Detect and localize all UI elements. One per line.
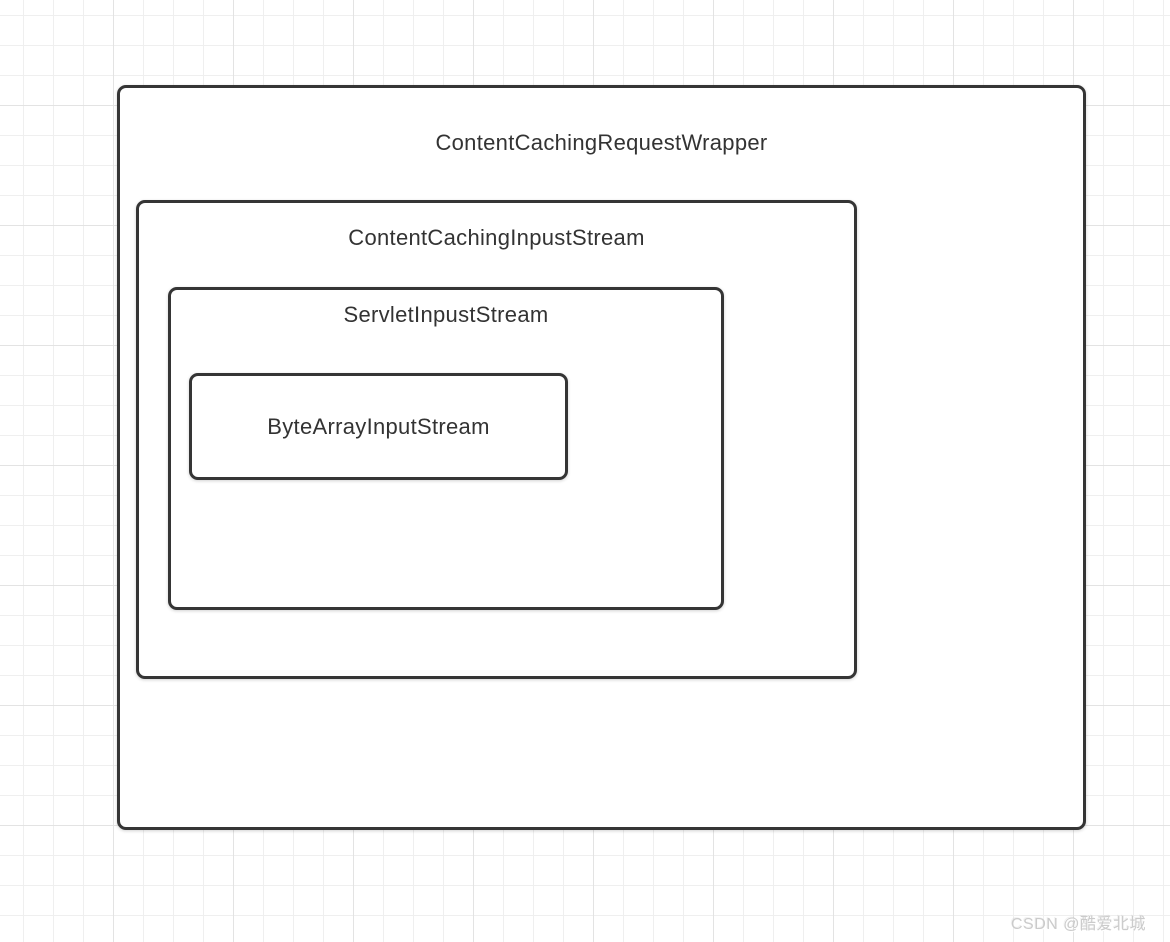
watermark: CSDN @酷爱北城 <box>1010 916 1146 933</box>
box-label-content-caching-request-wrapper: ContentCachingRequestWrapper <box>435 130 768 155</box>
box-label-byte-array-input-stream: ByteArrayInputStream <box>267 413 490 439</box>
box-label-content-caching-inpust-stream: ContentCachingInpustStream <box>348 225 645 250</box>
box-content-caching-request-wrapper: ContentCachingRequestWrapper ContentCach… <box>117 85 1086 830</box>
box-byte-array-input-stream: ByteArrayInputStream <box>189 373 568 480</box>
box-servlet-inpust-stream: ServletInpustStream ByteArrayInputStream <box>168 287 724 610</box>
box-content-caching-inpust-stream: ContentCachingInpustStream ServletInpust… <box>136 200 857 679</box>
box-label-servlet-inpust-stream: ServletInpustStream <box>343 302 549 327</box>
